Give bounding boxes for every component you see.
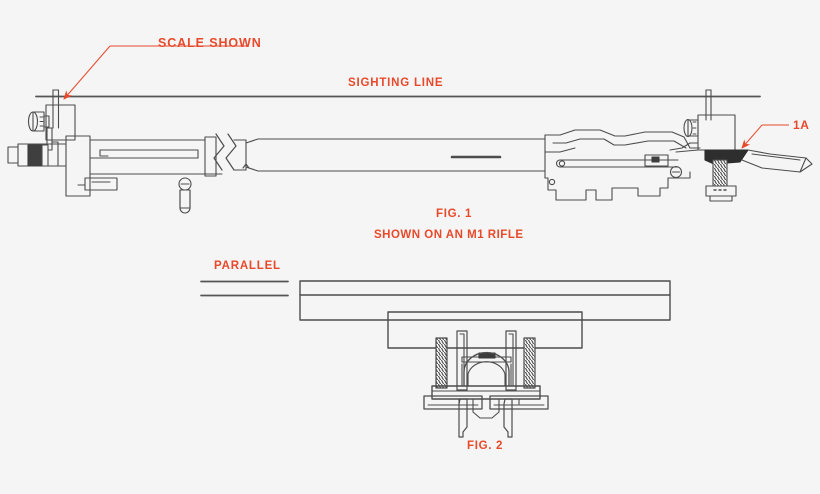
right-foot: [489, 395, 549, 410]
right-leg: [503, 398, 520, 438]
parallel-reference-lines: [200, 280, 289, 297]
sling-swivel: [178, 136, 217, 214]
callout-1a-leader-arrow: [741, 124, 763, 149]
scale-shown-leader-arrow: [63, 45, 111, 100]
rear-sight-mount-assembly: [669, 89, 813, 202]
base-block: [387, 311, 583, 349]
label-sighting-line: SIGHTING LINE: [348, 77, 444, 89]
caption-fig-1-subtitle-model: M1: [467, 229, 485, 241]
horizontal-rail: [299, 280, 671, 321]
left-leg: [451, 398, 468, 438]
clamp-uprights: [456, 330, 517, 391]
front-sight-scale-assembly: [27, 89, 76, 151]
left-foot: [423, 395, 483, 410]
base-plate: [431, 385, 541, 400]
caption-fig-1: FIG. 1: [436, 208, 473, 220]
label-scale-shown: SCALE SHOWN: [158, 36, 262, 50]
barrel-break-symbol: [213, 133, 237, 171]
label-callout-1a: 1A: [793, 118, 810, 132]
receiver: [544, 129, 683, 201]
caption-fig-1-subtitle: SHOWN ON AN M1 RIFLE: [374, 229, 524, 241]
handguard: [77, 139, 223, 191]
barrel: [233, 138, 546, 172]
center-leg-detail: [472, 398, 500, 419]
caption-fig-1-subtitle-suffix: RIFLE: [484, 229, 524, 241]
caption-fig-2: FIG. 2: [467, 440, 504, 452]
stock: [624, 131, 701, 197]
caption-fig-1-subtitle-prefix: SHOWN ON AN: [374, 229, 468, 241]
gas-cylinder: [7, 135, 91, 197]
label-parallel: PARALLEL: [214, 260, 281, 272]
left-threaded-post: [435, 337, 448, 389]
right-threaded-post: [523, 337, 536, 389]
split-clamp-ring: [461, 351, 512, 387]
